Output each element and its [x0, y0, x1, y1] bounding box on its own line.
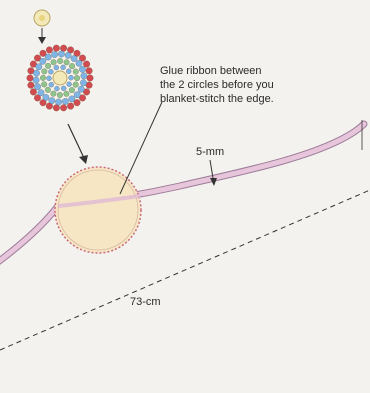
bead	[73, 69, 79, 75]
bead	[55, 99, 61, 105]
bead	[40, 75, 46, 81]
bead	[71, 55, 77, 61]
bead	[45, 87, 51, 93]
arrow-to-flower-head	[38, 37, 46, 44]
bead	[65, 52, 71, 58]
bead	[76, 60, 82, 66]
bead	[27, 75, 34, 82]
bead	[80, 80, 86, 86]
bead	[47, 76, 52, 81]
bead	[51, 59, 57, 65]
ribbon-width-label: 5-mm	[196, 146, 224, 158]
bead	[46, 47, 53, 54]
bead	[81, 73, 87, 79]
bead	[64, 91, 70, 97]
ribbon	[0, 124, 364, 262]
bead	[40, 58, 46, 64]
bead	[28, 82, 35, 89]
bead	[30, 89, 37, 96]
bead	[34, 84, 40, 90]
bead	[74, 92, 80, 98]
bead	[53, 105, 60, 112]
bead	[62, 98, 68, 104]
bead	[64, 60, 70, 66]
arrow-to-circle-head	[79, 155, 88, 164]
bead	[54, 86, 59, 91]
bead	[87, 75, 94, 82]
annotation-line-1: Glue ribbon between	[160, 64, 262, 78]
bead	[78, 86, 84, 92]
small-flower-icon	[34, 10, 50, 26]
bead	[33, 70, 39, 76]
bead	[60, 45, 67, 52]
bead	[83, 61, 90, 68]
annotation-leader	[120, 102, 162, 194]
bead	[57, 58, 63, 64]
bead	[60, 105, 67, 112]
bead	[48, 69, 53, 74]
bead	[53, 45, 60, 52]
bead	[45, 54, 51, 60]
bead	[33, 77, 39, 83]
bead	[86, 68, 93, 75]
stitched-circle-icon	[55, 167, 141, 253]
beaded-flower-icon	[26, 44, 94, 112]
bead	[54, 65, 59, 70]
bead	[74, 75, 80, 81]
bead	[43, 94, 49, 100]
bead	[49, 82, 54, 87]
bead	[67, 103, 74, 110]
arrow-to-circle	[68, 124, 84, 158]
bead	[69, 87, 75, 93]
bead	[67, 82, 72, 87]
bead	[58, 51, 64, 57]
bead	[49, 97, 55, 103]
bead	[38, 90, 44, 96]
bead	[45, 63, 51, 69]
bead	[79, 66, 85, 72]
annotation-line-2: the 2 circles before you	[160, 78, 274, 92]
bead	[61, 65, 66, 70]
ribbon-length-label: 73-cm	[130, 296, 161, 308]
bead	[51, 51, 57, 57]
bead	[69, 75, 74, 80]
bead	[69, 96, 75, 102]
bead	[51, 91, 57, 97]
bead	[41, 82, 47, 88]
ribbon-fill	[0, 124, 364, 262]
bead	[73, 82, 79, 88]
bead	[66, 69, 71, 74]
annotation-line-3: blanket-stitch the edge.	[160, 92, 274, 106]
bead	[61, 86, 66, 91]
bead	[69, 63, 75, 69]
bead	[42, 69, 48, 75]
bead	[57, 92, 63, 98]
bead	[36, 64, 42, 70]
